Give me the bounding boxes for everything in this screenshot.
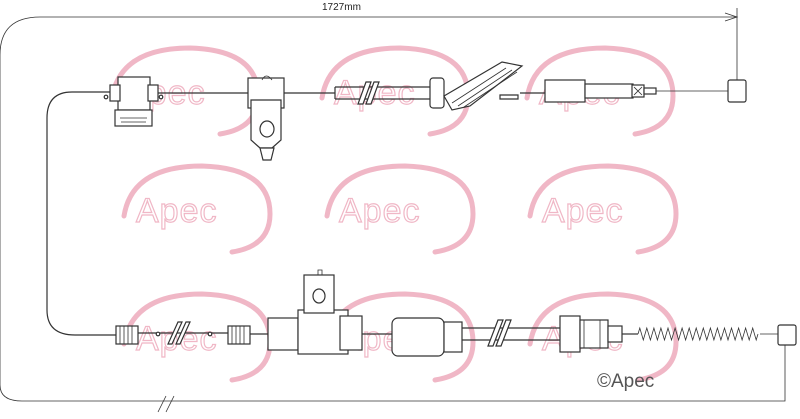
dimension-arrow-right <box>724 12 739 22</box>
upper-outer-sheath <box>335 86 430 100</box>
bracket-pin <box>317 269 323 275</box>
bracket-tip <box>259 147 275 161</box>
dimension-break-mark <box>157 395 175 413</box>
grommet-ribs <box>451 67 518 108</box>
lower-ferrule-left <box>115 325 139 345</box>
watermark-swoosh <box>319 45 471 137</box>
watermark-text: Apec <box>339 192 421 230</box>
connecting-cable-loop <box>46 91 118 336</box>
watermark-layer: ApecApecApecApecApecApecApecApecApec <box>109 45 679 383</box>
watermark-swoosh <box>121 163 273 255</box>
watermark-logo: Apec <box>527 163 679 255</box>
ferrule-ribs <box>119 326 133 344</box>
watermark-swoosh <box>324 163 476 255</box>
sheath-break-mark <box>495 319 512 347</box>
lower-cable-assembly <box>115 269 797 357</box>
mounting-bracket <box>247 75 285 161</box>
clip-tab <box>147 84 159 102</box>
watermark-logo: Apec <box>121 163 273 255</box>
clip-tab <box>109 84 121 102</box>
watermark-swoosh <box>324 291 476 383</box>
cable-bead <box>155 331 161 337</box>
upper-end-fitting <box>544 79 657 103</box>
end-fitting-sleeve <box>544 79 586 103</box>
cable-break-mark <box>167 321 183 345</box>
lower-adjuster-nut <box>443 321 463 353</box>
upper-cable-assembly <box>103 61 747 161</box>
bracket-clip-loop <box>261 75 273 81</box>
lower-bracket-hole <box>312 288 326 304</box>
sheath-break-mark <box>357 81 372 105</box>
watermark-swoosh <box>527 163 679 255</box>
watermark-swoosh <box>527 291 679 383</box>
cable-bead <box>103 94 109 100</box>
dimension-label: 1727mm <box>322 2 361 13</box>
cable-bead <box>207 331 213 337</box>
end-fitting-barrel <box>584 83 634 99</box>
lower-bracket <box>267 269 363 355</box>
grommet-collar <box>429 77 445 109</box>
housing-collar <box>559 315 581 353</box>
upper-cable-nipple <box>727 79 747 103</box>
sheath-break-mark <box>365 81 380 105</box>
bracket-clip <box>109 76 159 127</box>
lower-outer-sheath <box>462 327 560 341</box>
lower-end-housing <box>559 315 623 353</box>
watermark-swoosh <box>524 45 676 137</box>
housing-lines <box>583 320 601 348</box>
watermark-text: Apec <box>136 192 218 230</box>
bracket-hole <box>259 120 275 138</box>
housing-body <box>579 319 609 349</box>
lower-bracket-flange <box>339 315 363 351</box>
lower-ferrule-mid <box>227 325 251 345</box>
dimension-frame: 1727mm <box>0 2 786 413</box>
watermark-swoosh <box>121 291 273 383</box>
clip-body <box>117 76 151 111</box>
dimension-line <box>0 16 786 402</box>
copyright-notice: ©Apec <box>597 371 655 392</box>
ferrule-ribs <box>231 326 245 344</box>
grommet-boot <box>443 61 524 111</box>
nut-cross <box>633 86 643 96</box>
clip-slots <box>120 117 147 123</box>
return-spring <box>637 326 759 342</box>
cable-bead <box>158 94 164 100</box>
end-fitting-pin <box>643 87 657 95</box>
boot-grommet <box>429 61 524 111</box>
watermark-logo: Apec <box>319 45 471 137</box>
sheath-break-mark <box>487 319 504 347</box>
lower-adjuster <box>391 317 445 357</box>
cable-break-mark <box>175 321 191 345</box>
grommet-seal <box>499 94 519 100</box>
housing-nut <box>607 325 623 343</box>
lower-bracket-sleeve <box>267 317 299 351</box>
watermark-text: Apec <box>542 192 624 230</box>
lower-cable-nipple <box>777 324 797 346</box>
watermark-logo: Apec <box>324 163 476 255</box>
